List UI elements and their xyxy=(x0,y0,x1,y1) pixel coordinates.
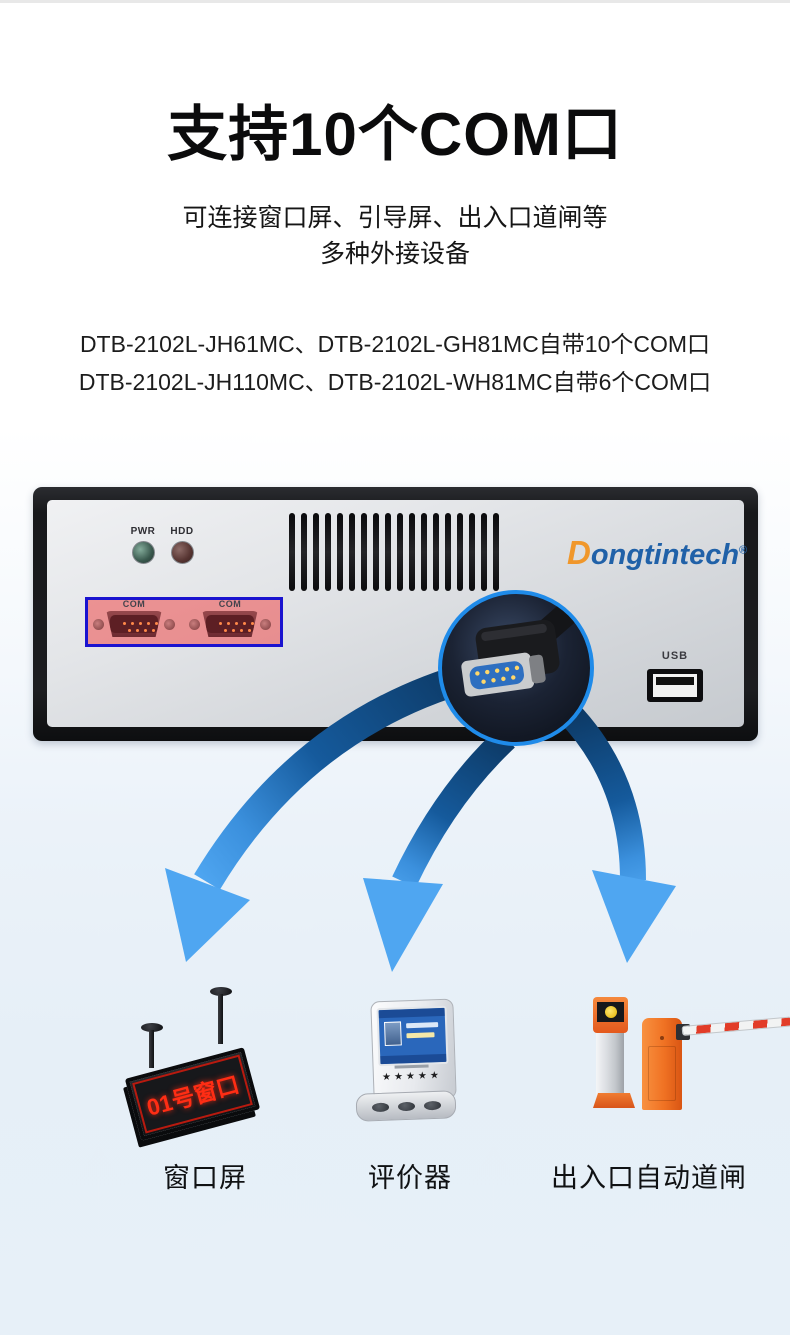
com-port-label: COM xyxy=(122,599,146,609)
device-label-barrier-gate: 出入口自动道闸 xyxy=(551,1163,747,1193)
power-led-icon xyxy=(131,541,155,564)
power-led-group: PWR xyxy=(121,526,165,564)
mount-pole xyxy=(149,1030,154,1068)
usb-port-label: USB xyxy=(661,650,689,662)
com-port-label: COM xyxy=(218,599,242,609)
led-sign: 01号窗口 xyxy=(124,1047,261,1141)
device-label-evaluator: 评价器 xyxy=(368,1163,452,1193)
chassis-faceplate: PWR HDD Dongtintech® COM COM xyxy=(47,500,747,727)
serial-cable-connector-icon xyxy=(461,594,590,697)
ticket-stand-screen xyxy=(597,1002,624,1022)
page-title: 支持10个COM口 xyxy=(167,101,623,168)
gate-cabinet xyxy=(642,1018,682,1110)
brand-initial: D xyxy=(567,534,591,571)
com-port-db9-connector xyxy=(93,609,175,639)
evaluator-caption: ★★★★★ xyxy=(379,1064,446,1083)
ticket-stand-column xyxy=(596,1030,624,1096)
com-port-db9-connector xyxy=(189,609,271,639)
ceiling-mount-icon xyxy=(210,987,232,996)
gate-cabinet-door xyxy=(648,1046,676,1101)
evaluator-button xyxy=(371,1102,389,1112)
brand-rest: ongtintech xyxy=(590,539,740,571)
hdd-led-label: HDD xyxy=(170,526,194,537)
evaluator-screen xyxy=(376,1005,449,1067)
mount-pole xyxy=(218,994,223,1044)
barrier-gate-device xyxy=(555,992,790,1127)
rating-stars-icon: ★★★★★ xyxy=(381,1070,443,1084)
industrial-pc-front-panel: PWR HDD Dongtintech® COM COM xyxy=(33,487,758,741)
ticket-stand-head xyxy=(593,997,628,1033)
vent-grille xyxy=(289,513,499,591)
model-list-line-2: DTB-2102L-JH110MC、DTB-2102L-WH81MC自带6个CO… xyxy=(78,369,712,395)
evaluator-base xyxy=(355,1090,457,1122)
usb-port xyxy=(647,669,703,702)
led-sign-text: 01号窗口 xyxy=(143,1071,243,1121)
ticket-stand-base xyxy=(593,1093,635,1108)
power-led-label: PWR xyxy=(130,526,156,537)
gate-barrier-arm xyxy=(681,1016,790,1036)
evaluator-body: ★★★★★ xyxy=(370,998,457,1102)
window-display-device: 01号窗口 xyxy=(105,985,305,1141)
ceiling-mount-icon xyxy=(141,1023,163,1032)
hdd-led-group: HDD xyxy=(160,526,204,564)
brand-logo: Dongtintech® xyxy=(567,534,747,572)
curved-arrow-to-barrier-gate-icon xyxy=(558,703,676,963)
top-border-strip xyxy=(0,0,790,3)
ticket-stand-light-icon xyxy=(604,1006,617,1018)
subtitle-line-1: 可连接窗口屏、引导屏、出入口道闸等 xyxy=(182,204,608,232)
registered-trademark-icon: ® xyxy=(739,544,748,557)
serial-connector-inset xyxy=(438,590,594,746)
id-photo xyxy=(385,1022,401,1045)
subtitle-line-2: 多种外接设备 xyxy=(319,240,470,268)
model-list-line-1: DTB-2102L-JH61MC、DTB-2102L-GH81MC自带10个CO… xyxy=(79,331,711,357)
evaluator-button xyxy=(423,1100,441,1110)
com-ports-highlight-box: COM COM xyxy=(85,597,283,647)
evaluator-button xyxy=(397,1101,415,1111)
curved-arrow-to-evaluator-icon xyxy=(363,728,515,972)
device-label-window-display: 窗口屏 xyxy=(163,1163,247,1193)
hdd-led-icon xyxy=(170,541,194,564)
evaluator-device: ★★★★★ xyxy=(355,998,460,1125)
